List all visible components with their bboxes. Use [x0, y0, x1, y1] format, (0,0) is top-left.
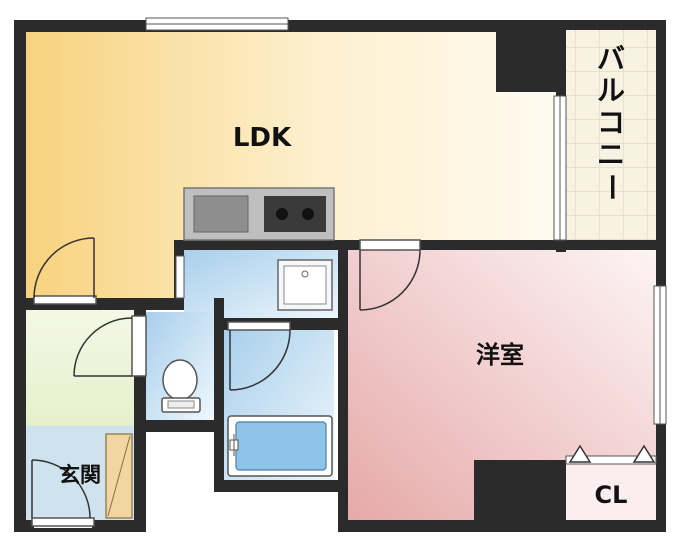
- entrance-label: 玄関: [59, 463, 101, 487]
- ldk-floor: [26, 32, 556, 300]
- western-window: [653, 285, 667, 425]
- balcony-char-1: バ: [597, 42, 625, 75]
- balcony-char-2: ル: [597, 74, 625, 107]
- balcony-char-5: ー: [595, 173, 628, 201]
- stove: [264, 196, 326, 232]
- kitchen-counter: [183, 187, 335, 241]
- western-room-label: 洋室: [476, 341, 524, 369]
- toilet: [161, 359, 201, 413]
- top-window: [145, 17, 289, 31]
- balcony-char-3: コ: [597, 106, 625, 139]
- stove-burner-left: [276, 208, 288, 220]
- closet-area: [564, 462, 658, 520]
- balcony-label: バ ル コ ニ ー: [595, 42, 628, 201]
- hall-floor: [26, 308, 134, 426]
- closet-doors[interactable]: [565, 444, 657, 465]
- ldk-label: LDK: [233, 123, 292, 153]
- toilet-door[interactable]: [73, 315, 147, 377]
- stove-burner-right: [302, 208, 314, 220]
- closet-label: CL: [595, 481, 628, 509]
- balcony-window: [553, 95, 567, 241]
- ldk-door[interactable]: [33, 237, 97, 305]
- bathroom-door[interactable]: [227, 321, 291, 391]
- kitchen-sink: [193, 195, 249, 233]
- washbasin: [277, 259, 333, 311]
- balcony-char-4: ニ: [597, 138, 625, 171]
- shoe-cabinet: [105, 433, 133, 519]
- bathtub: [227, 415, 333, 477]
- washroom-door-frame: [175, 255, 185, 299]
- western-room-door[interactable]: [359, 239, 421, 311]
- entrance-door[interactable]: [31, 459, 95, 528]
- balcony-area: [566, 30, 660, 242]
